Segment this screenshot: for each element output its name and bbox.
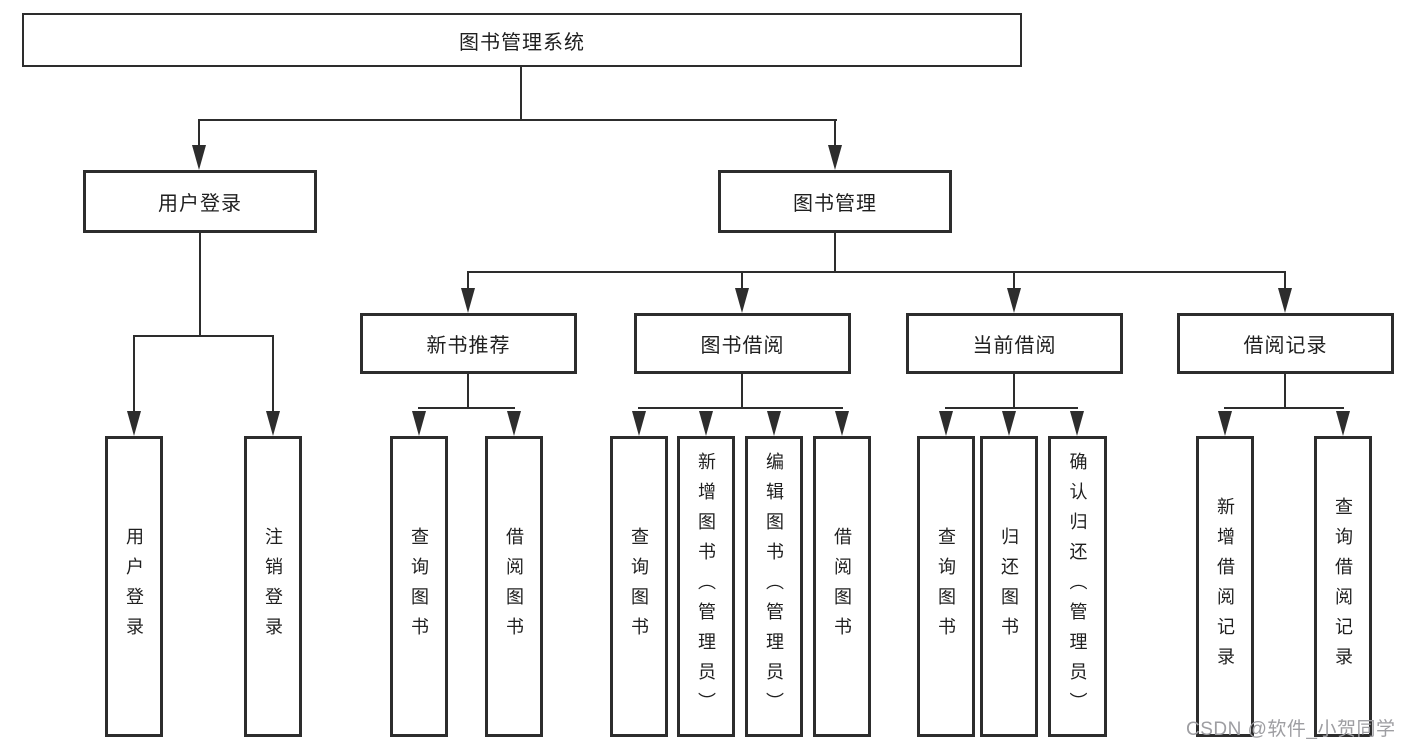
connector-root-trunk (520, 67, 522, 120)
leaf-newbook-borrow-books: 借阅图书 (485, 436, 543, 737)
arrow-down-icon (461, 288, 475, 313)
leaf-logout-login: 注销登录 (244, 436, 302, 737)
node-book-borrowing: 图书借阅 (634, 313, 851, 374)
leaf-current-return-books: 归还图书 (980, 436, 1038, 737)
connector-book-borrow-trunk (741, 373, 743, 409)
connector-current-borrow-bar (945, 407, 1078, 409)
arrow-down-icon (1278, 288, 1292, 313)
connector-stem-book-management (834, 119, 836, 147)
node-new-book-recommendation: 新书推荐 (360, 313, 577, 374)
arrow-down-icon (632, 411, 646, 436)
node-current-borrowing: 当前借阅 (906, 313, 1123, 374)
arrow-down-icon (828, 145, 842, 170)
leaf-borrow-edit-books-admin: 编辑图书（管理员） (745, 436, 803, 737)
arrow-down-icon (1007, 288, 1021, 313)
connector-stem-leaf-logout (272, 335, 274, 412)
connector-current-borrow-trunk (1013, 373, 1015, 409)
arrow-down-icon (1336, 411, 1350, 436)
connector-new-book-trunk (467, 373, 469, 409)
leaf-newbook-query-books: 查询图书 (390, 436, 448, 737)
connector-stem-leaf-user-login (133, 335, 135, 412)
arrow-down-icon (1070, 411, 1084, 436)
connector-borrow-record-trunk (1284, 373, 1286, 409)
connector-book-management-trunk (834, 232, 836, 272)
arrow-down-icon (735, 288, 749, 313)
node-library-system: 图书管理系统 (22, 13, 1022, 67)
connector-book-borrow-bar (638, 407, 843, 409)
leaf-current-query-books: 查询图书 (917, 436, 975, 737)
leaf-current-confirm-return-admin: 确认归还（管理员） (1048, 436, 1107, 737)
leaf-record-query-borrow-record: 查询借阅记录 (1314, 436, 1372, 737)
connector-user-login-trunk (199, 232, 201, 336)
arrow-down-icon (767, 411, 781, 436)
arrow-down-icon (1002, 411, 1016, 436)
connector-stem-user-login (198, 119, 200, 147)
leaf-user-login: 用户登录 (105, 436, 163, 737)
node-book-borrowing-label: 图书借阅 (700, 335, 785, 357)
arrow-down-icon (1218, 411, 1232, 436)
arrow-down-icon (835, 411, 849, 436)
watermark-csdn: CSDN @软件_小贺同学 (1186, 719, 1396, 740)
arrow-down-icon (127, 411, 141, 436)
connector-stem-current-borrow (1013, 271, 1015, 289)
leaf-borrow-query-books: 查询图书 (610, 436, 668, 737)
node-user-login: 用户登录 (83, 170, 317, 233)
arrow-down-icon (412, 411, 426, 436)
leaf-borrow-add-books-admin: 新增图书（管理员） (677, 436, 735, 737)
node-borrowing-records-label: 借阅记录 (1243, 335, 1328, 357)
node-book-management-label: 图书管理 (793, 193, 877, 215)
node-user-login-label: 用户登录 (158, 193, 242, 215)
arrow-down-icon (507, 411, 521, 436)
connector-stem-book-borrow (741, 271, 743, 289)
node-book-management: 图书管理 (718, 170, 952, 233)
node-library-system-label: 图书管理系统 (459, 31, 585, 54)
leaf-record-add-borrow-record: 新增借阅记录 (1196, 436, 1254, 737)
arrow-down-icon (939, 411, 953, 436)
connector-stem-new-book (467, 271, 469, 289)
connector-root-bar (198, 119, 837, 121)
connector-user-login-bar (133, 335, 274, 337)
node-new-book-recommendation-label: 新书推荐 (426, 335, 511, 357)
leaf-borrow-borrow-books: 借阅图书 (813, 436, 871, 737)
connector-stem-borrow-record (1284, 271, 1286, 289)
node-borrowing-records: 借阅记录 (1177, 313, 1394, 374)
arrow-down-icon (266, 411, 280, 436)
connector-new-book-bar (418, 407, 515, 409)
node-current-borrowing-label: 当前借阅 (972, 335, 1057, 357)
arrow-down-icon (699, 411, 713, 436)
connector-borrow-record-bar (1224, 407, 1344, 409)
arrow-down-icon (192, 145, 206, 170)
connector-book-management-bar (467, 271, 1286, 273)
